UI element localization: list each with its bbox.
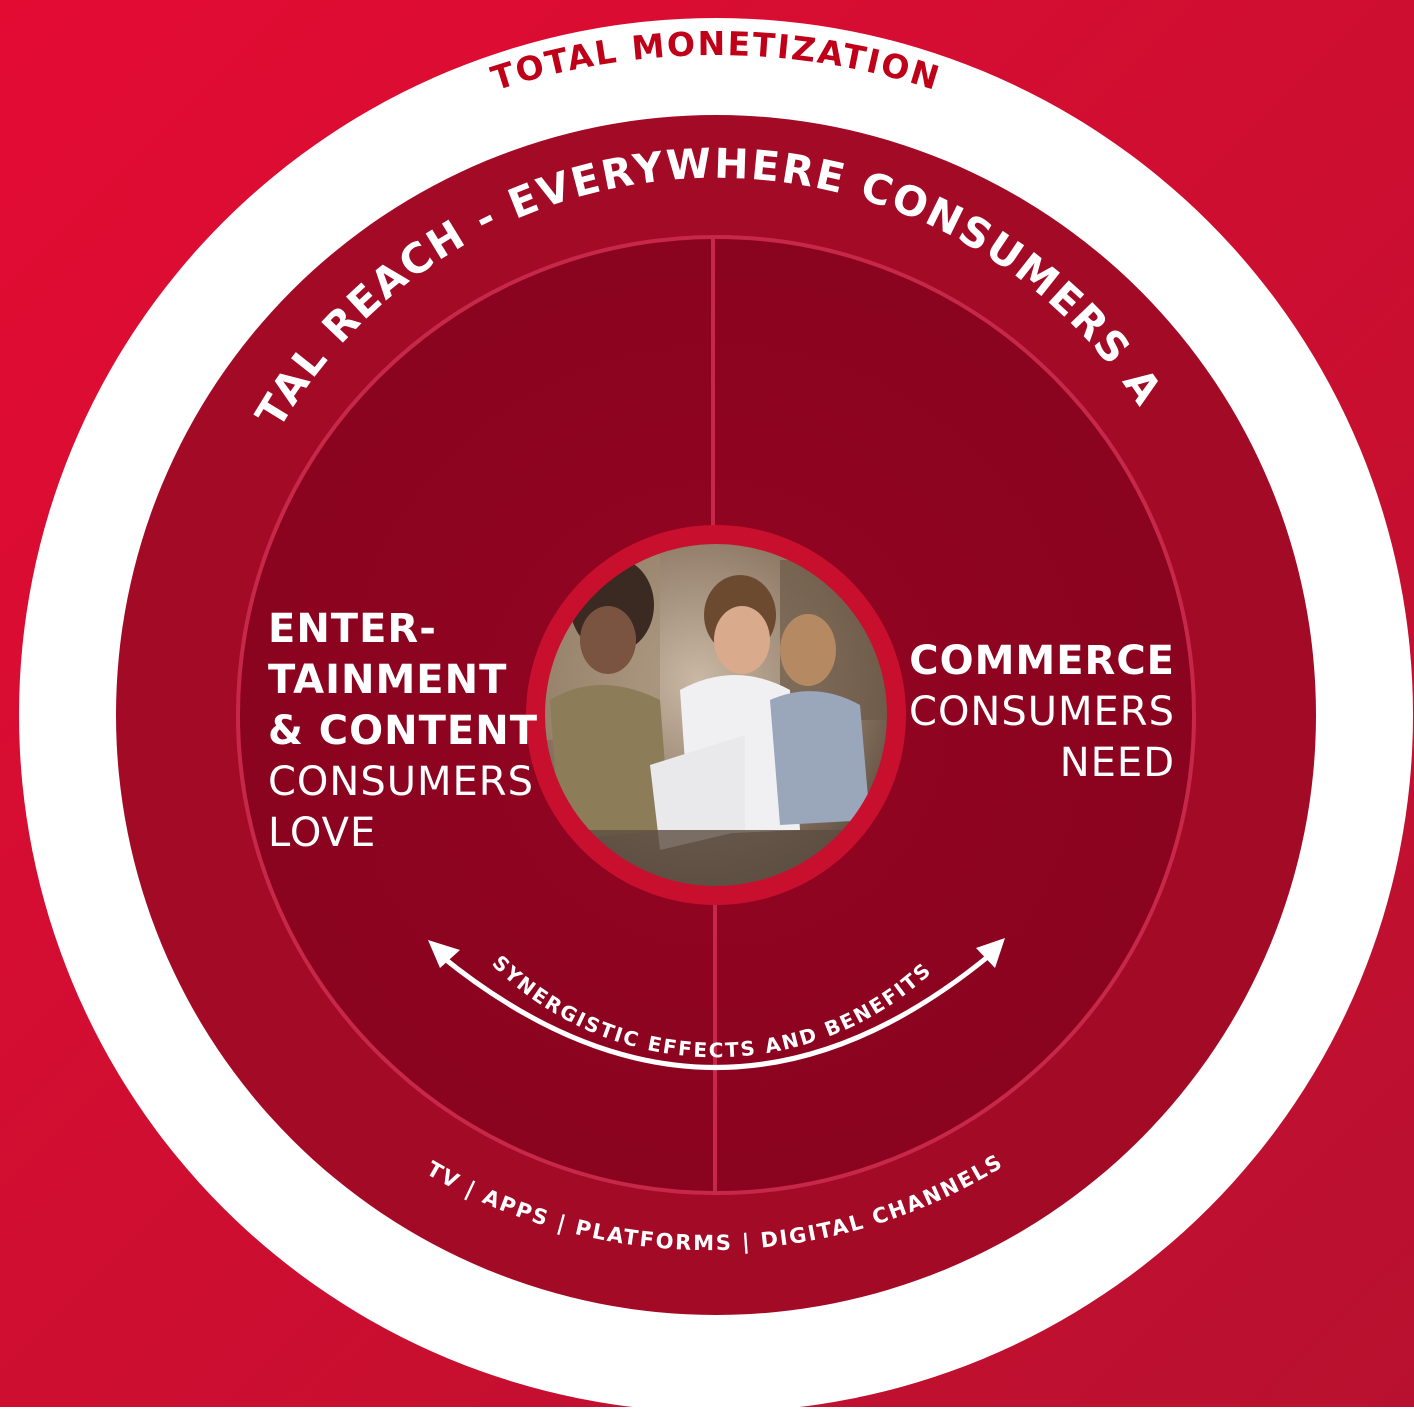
photo-border bbox=[541, 540, 891, 890]
entertainment-title-line-2: TAINMENT bbox=[268, 657, 508, 703]
entertainment-title-line-3: & CONTENT bbox=[268, 708, 539, 754]
entertainment-panel-text: ENTER- TAINMENT & CONTENT CONSUMERS LOVE bbox=[268, 604, 538, 859]
synergy-arrow-arc bbox=[438, 953, 992, 1070]
entertainment-sub-line-2: LOVE bbox=[268, 810, 377, 856]
commerce-sub-line-2: NEED bbox=[1059, 740, 1175, 786]
arrow-right-head-icon bbox=[976, 938, 1005, 968]
commerce-title: COMMERCE bbox=[909, 638, 1175, 684]
commerce-sub-line-1: CONSUMERS bbox=[909, 689, 1175, 735]
arrow-left-head-icon bbox=[428, 940, 460, 968]
entertainment-title-line-1: ENTER- bbox=[268, 606, 437, 652]
commerce-panel-text: COMMERCE CONSUMERS NEED bbox=[905, 636, 1175, 789]
entertainment-sub-line-1: CONSUMERS bbox=[268, 759, 534, 805]
